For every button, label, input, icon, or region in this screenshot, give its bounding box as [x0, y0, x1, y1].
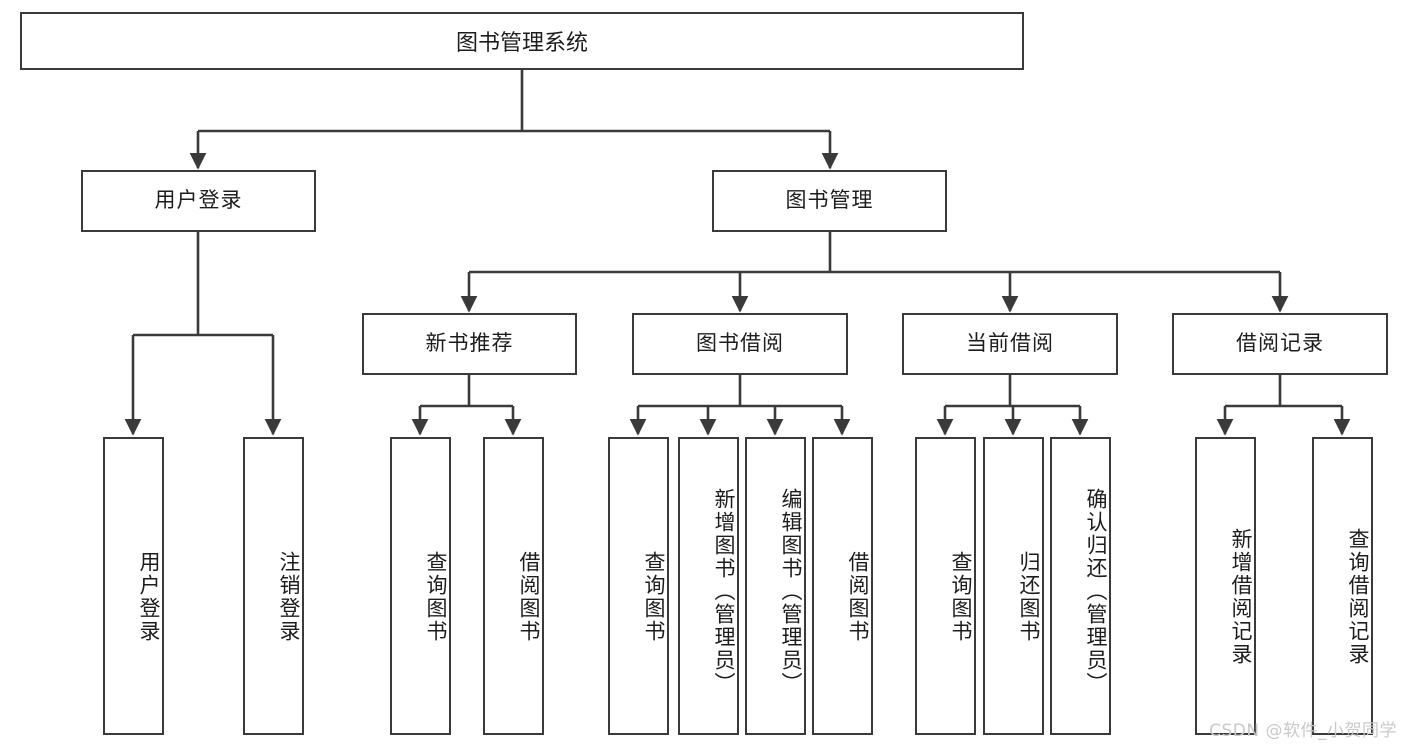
node-new-book-recommend[interactable]: 新书推荐: [362, 313, 577, 375]
leaf-borrow-book-new-recommend[interactable]: 借阅图书: [483, 437, 544, 735]
leaf-query-book-borrow[interactable]: 查询图书: [608, 437, 669, 735]
leaf-add-book-admin[interactable]: 新增图书（管理员）: [678, 437, 739, 735]
leaf-query-book-current[interactable]: 查询图书: [915, 437, 976, 735]
node-borrow-record[interactable]: 借阅记录: [1172, 313, 1388, 375]
leaf-return-book[interactable]: 归还图书: [983, 437, 1044, 735]
leaf-query-book-new-recommend[interactable]: 查询图书: [390, 437, 451, 735]
node-current-borrow[interactable]: 当前借阅: [902, 313, 1118, 375]
leaf-user-login[interactable]: 用户登录: [103, 437, 164, 735]
node-root-system[interactable]: 图书管理系统: [20, 12, 1024, 70]
watermark: CSDN @软件_小贺同学: [1209, 721, 1397, 741]
leaf-query-borrow-record[interactable]: 查询借阅记录: [1312, 437, 1373, 735]
leaf-confirm-return-admin[interactable]: 确认归还（管理员）: [1050, 437, 1111, 735]
node-user-login[interactable]: 用户登录: [81, 170, 316, 232]
leaf-edit-book-admin[interactable]: 编辑图书（管理员）: [745, 437, 806, 735]
node-book-management[interactable]: 图书管理: [712, 170, 947, 232]
leaf-logout[interactable]: 注销登录: [243, 437, 304, 735]
leaf-borrow-book[interactable]: 借阅图书: [812, 437, 873, 735]
node-book-borrow[interactable]: 图书借阅: [632, 313, 848, 375]
leaf-add-borrow-record[interactable]: 新增借阅记录: [1195, 437, 1256, 735]
